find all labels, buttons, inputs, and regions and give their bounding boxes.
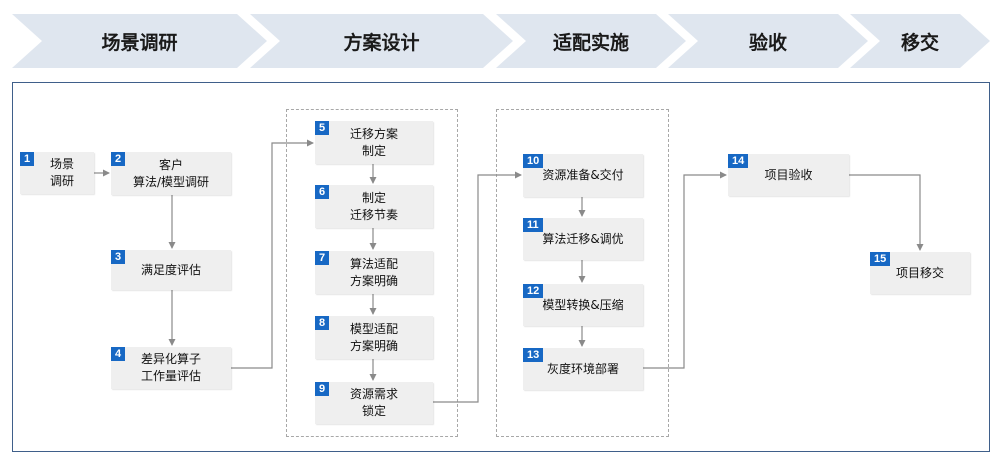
step-number-badge: 7 — [315, 251, 330, 265]
stage-label: 方案设计 — [343, 31, 420, 54]
step-label: 算法迁移&调优 — [542, 231, 624, 246]
step-number-badge: 2 — [111, 152, 126, 166]
step-label: 灰度环境部署 — [546, 361, 619, 376]
step-label: 算法/模型调研 — [132, 174, 210, 189]
step-number-badge: 4 — [111, 347, 126, 361]
step-box-6: 6 制定 迁移节奏 — [315, 185, 433, 228]
step-box-2: 2 客户 算法/模型调研 — [111, 152, 231, 195]
step-number-badge: 9 — [315, 382, 330, 396]
step-box-5: 5 迁移方案 制定 — [315, 121, 433, 164]
stage-label: 适配实施 — [552, 31, 629, 54]
step-label: 项目移交 — [895, 265, 944, 280]
step-label: 项目验收 — [764, 167, 813, 182]
stage-chevron-handover: 移交 — [850, 14, 990, 68]
step-number-badge: 12 — [523, 284, 544, 298]
step-label: 调研 — [49, 174, 74, 188]
stage-label: 场景调研 — [101, 31, 178, 54]
step-number-badge: 8 — [315, 316, 330, 330]
stage-chevron-acceptance: 验收 — [668, 14, 868, 68]
stage-label: 验收 — [748, 31, 787, 54]
stage-chevron-research: 场景调研 — [12, 14, 267, 68]
step-box-3: 3 满足度评估 — [111, 250, 231, 290]
step-box-10: 10 资源准备&交付 — [523, 154, 643, 197]
step-label: 客户 — [158, 157, 183, 172]
step-box-12: 12 模型转换&压缩 — [523, 284, 643, 326]
step-number-badge: 1 — [20, 152, 35, 166]
step-number-badge: 14 — [728, 154, 749, 168]
stage-chevron-implementation: 适配实施 — [496, 14, 686, 68]
step-box-15: 15 项目移交 — [870, 252, 970, 294]
step-label: 迁移节奏 — [349, 207, 398, 222]
step-box-14: 14 项目验收 — [728, 154, 849, 196]
step-label: 差异化算子 — [140, 352, 201, 366]
step-label: 资源准备&交付 — [542, 168, 624, 182]
step-box-1: 1 场景 调研 — [20, 152, 94, 194]
step-box-8: 8 模型适配 方案明确 — [315, 316, 433, 359]
stage-chevron-design: 方案设计 — [250, 14, 513, 68]
step-box-4: 4 差异化算子 工作量评估 — [111, 347, 231, 389]
step-label: 锁定 — [361, 404, 386, 418]
step-label: 场景 — [49, 157, 74, 171]
step-label: 资源需求 — [349, 387, 398, 401]
step-number-badge: 10 — [523, 154, 544, 168]
step-label: 制定 — [361, 143, 386, 158]
step-label: 方案明确 — [349, 338, 398, 353]
step-number-badge: 15 — [870, 252, 891, 266]
process-frame — [12, 82, 990, 452]
step-number-badge: 11 — [523, 218, 543, 232]
step-box-13: 13 灰度环境部署 — [523, 348, 643, 390]
step-label: 迁移方案 — [349, 126, 398, 141]
stage-label: 移交 — [900, 31, 939, 54]
step-label: 模型适配 — [349, 321, 398, 336]
stage-chevron-bar: 场景调研 方案设计 适配实施 验收 移交 — [0, 0, 1004, 70]
step-number-badge: 13 — [523, 348, 544, 362]
step-number-badge: 3 — [111, 250, 126, 264]
step-label: 满足度评估 — [140, 262, 201, 277]
step-label: 算法适配 — [349, 256, 398, 271]
step-number-badge: 5 — [315, 121, 330, 135]
step-box-11: 11 算法迁移&调优 — [523, 218, 643, 260]
step-box-7: 7 算法适配 方案明确 — [315, 251, 433, 294]
step-number-badge: 6 — [315, 185, 330, 199]
step-label: 工作量评估 — [140, 369, 201, 383]
step-label: 模型转换&压缩 — [542, 297, 624, 312]
step-label: 方案明确 — [349, 273, 398, 288]
step-label: 制定 — [361, 190, 386, 205]
step-box-9: 9 资源需求 锁定 — [315, 382, 433, 424]
